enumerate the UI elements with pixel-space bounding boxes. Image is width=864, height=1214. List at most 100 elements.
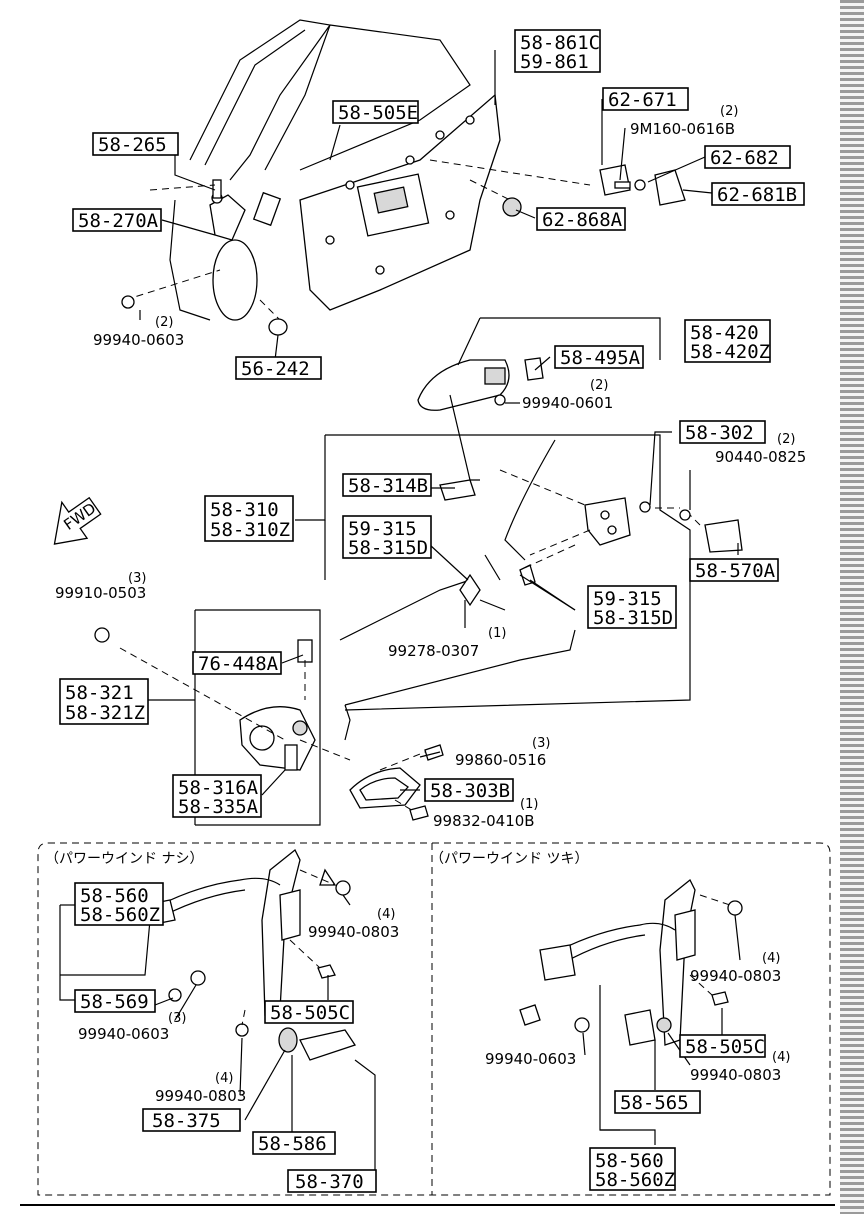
label-58-375[interactable]: 58-375 (142, 1108, 241, 1132)
svg-text:58-569: 58-569 (80, 991, 149, 1013)
qty-99940-0803-left-b: (4) (215, 1071, 233, 1086)
svg-text:58-505C: 58-505C (685, 1036, 765, 1058)
svg-text:58-861C: 58-861C (520, 32, 600, 54)
svg-text:58-303B: 58-303B (430, 780, 510, 802)
label-58-560-right[interactable]: 58-560 58-560Z (589, 1147, 676, 1191)
label-58-570A[interactable]: 58-570A (689, 558, 779, 582)
label-99940-0603-right[interactable]: 99940-0603 (485, 1050, 576, 1068)
label-58-370[interactable]: 58-370 (287, 1169, 377, 1193)
svg-text:56-242: 56-242 (241, 358, 310, 380)
svg-text:58-586: 58-586 (258, 1133, 327, 1155)
label-99940-0601[interactable]: 99940-0601 (522, 394, 613, 412)
label-58-505C-right[interactable]: 58-505C (679, 1034, 766, 1058)
section-title-manual: （パワーウインド ナシ） (45, 851, 203, 867)
qty-90440-0825: (2) (777, 432, 795, 447)
label-58-569[interactable]: 58-569 (74, 989, 156, 1013)
qty-99832-0410B: (1) (520, 797, 538, 812)
svg-text:58-265: 58-265 (98, 134, 167, 156)
label-58-495A[interactable]: 58-495A (554, 345, 644, 369)
label-59-315-lower[interactable]: 59-315 58-315D (587, 585, 677, 629)
label-99832-0410B[interactable]: 99832-0410B (433, 812, 535, 830)
label-99940-0803-left-a[interactable]: 99940-0803 (308, 923, 399, 941)
label-58-270A[interactable]: 58-270A (72, 208, 162, 232)
door-assembly-illustration (121, 19, 686, 336)
label-99278-0307[interactable]: 99278-0307 (388, 642, 479, 660)
svg-text:58-420Z: 58-420Z (690, 341, 770, 363)
manual-regulator-illustration (144, 848, 357, 1061)
svg-text:62-682: 62-682 (710, 147, 779, 169)
svg-text:58-310Z: 58-310Z (210, 519, 290, 541)
fwd-arrow: FWD (53, 496, 102, 545)
svg-text:58-315D: 58-315D (348, 537, 428, 559)
qty-99940-0803-right-b: (4) (772, 1050, 790, 1065)
label-59-315-upper[interactable]: 59-315 58-315D (342, 515, 432, 559)
svg-text:58-570A: 58-570A (695, 560, 776, 582)
svg-text:58-560Z: 58-560Z (595, 1169, 675, 1191)
label-58-505E[interactable]: 58-505E (332, 100, 419, 124)
svg-text:59-315: 59-315 (348, 518, 417, 540)
label-62-671[interactable]: 62-671 (602, 87, 689, 111)
qty-99940-0601: (2) (590, 378, 608, 393)
latch-assembly-illustration (94, 357, 743, 821)
svg-text:62-868A: 62-868A (542, 209, 623, 231)
label-99940-0603-left[interactable]: 99940-0603 (78, 1025, 169, 1043)
qty-99910-0503: (3) (128, 571, 146, 586)
scan-edge (840, 0, 864, 1214)
svg-text:58-315D: 58-315D (593, 607, 673, 629)
svg-text:58-495A: 58-495A (560, 347, 641, 369)
label-58-302[interactable]: 58-302 (679, 420, 766, 444)
label-58-310[interactable]: 58-310 58-310Z (204, 495, 294, 542)
label-90440-0825[interactable]: 90440-0825 (715, 448, 806, 466)
label-58-560-left[interactable]: 58-560 58-560Z (74, 882, 164, 926)
svg-text:58-370: 58-370 (295, 1171, 364, 1193)
label-99910-0503[interactable]: 99910-0503 (55, 584, 146, 602)
label-58-316A[interactable]: 58-316A 58-335A (172, 774, 262, 818)
svg-text:59-315: 59-315 (593, 588, 662, 610)
label-62-681B[interactable]: 62-681B (711, 182, 805, 206)
label-99940-0803-right-a[interactable]: 99940-0803 (690, 967, 781, 985)
panel-holes (325, 115, 475, 275)
label-9M160-0616B[interactable]: 9M160-0616B (630, 120, 735, 138)
svg-text:58-565: 58-565 (620, 1092, 689, 1114)
svg-text:62-671: 62-671 (608, 89, 677, 111)
svg-text:58-560: 58-560 (595, 1150, 664, 1172)
qty-99940-0603-top: (2) (155, 315, 173, 330)
label-62-868A[interactable]: 62-868A (536, 207, 626, 231)
svg-text:62-681B: 62-681B (717, 184, 797, 206)
svg-text:58-316A: 58-316A (178, 777, 259, 799)
svg-text:58-420: 58-420 (690, 322, 759, 344)
qty-99940-0603-left: (3) (168, 1011, 186, 1026)
label-99940-0803-left-b[interactable]: 99940-0803 (155, 1087, 246, 1105)
label-58-861[interactable]: 58-861C 59-861 (514, 29, 601, 73)
label-99860-0516[interactable]: 99860-0516 (455, 751, 546, 769)
qty-99940-0803-left-a: (4) (377, 907, 395, 922)
leader-lines (59, 50, 741, 1170)
label-58-565[interactable]: 58-565 (614, 1090, 701, 1114)
label-58-586[interactable]: 58-586 (252, 1131, 336, 1155)
svg-text:58-321Z: 58-321Z (65, 702, 145, 724)
label-76-448A[interactable]: 76-448A (192, 651, 282, 675)
svg-text:58-335A: 58-335A (178, 796, 259, 818)
label-58-303B[interactable]: 58-303B (424, 778, 514, 802)
qty-99860-0516: (3) (532, 736, 550, 751)
label-99940-0803-right-b[interactable]: 99940-0803 (690, 1066, 781, 1084)
power-regulator-illustration (519, 878, 743, 1046)
label-58-314B[interactable]: 58-314B (342, 473, 432, 497)
label-58-505C-left[interactable]: 58-505C (264, 1000, 354, 1024)
label-58-420[interactable]: 58-420 58-420Z (684, 319, 771, 363)
svg-text:58-310: 58-310 (210, 499, 279, 521)
section-frame (20, 842, 835, 1206)
label-56-242[interactable]: 56-242 (235, 356, 322, 380)
label-99940-0603-top[interactable]: 99940-0603 (93, 331, 184, 349)
qty-9M160-0616B: (2) (720, 104, 738, 119)
label-58-321[interactable]: 58-321 58-321Z (59, 678, 149, 725)
svg-text:58-375: 58-375 (152, 1110, 221, 1132)
label-62-682[interactable]: 62-682 (704, 145, 791, 169)
label-58-265[interactable]: 58-265 (92, 132, 179, 156)
svg-text:58-302: 58-302 (685, 422, 754, 444)
svg-text:58-505C: 58-505C (270, 1002, 350, 1024)
svg-text:58-270A: 58-270A (78, 210, 159, 232)
svg-text:58-321: 58-321 (65, 682, 134, 704)
svg-text:76-448A: 76-448A (198, 653, 279, 675)
